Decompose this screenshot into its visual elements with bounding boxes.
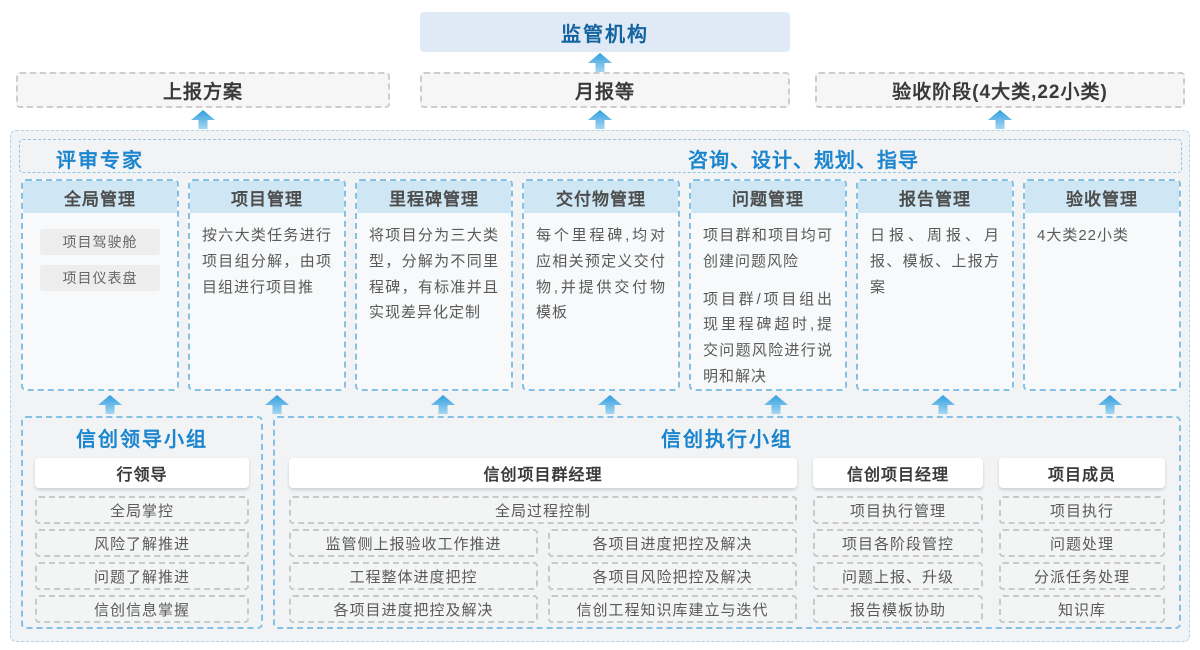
column-global-management: 全局管理 项目驾驶舱 项目仪表盘 (21, 179, 179, 391)
up-arrow-icon (598, 395, 622, 414)
column-text: 4大类22小类 (1037, 227, 1130, 244)
column-title: 全局管理 (23, 181, 177, 213)
column-project-management: 项目管理 按六大类任务进行项目组分解，由项目组进行项目推 (188, 179, 346, 391)
up-arrow-icon (265, 395, 289, 414)
duty-item: 问题了解推进 (35, 562, 249, 590)
leadership-group-body: 行领导 全局掌控 风险了解推进 问题了解推进 信创信息掌握 (23, 458, 261, 623)
duty-item: 风险了解推进 (35, 529, 249, 557)
duty-item: 项目执行 (999, 496, 1165, 524)
duty-item: 报告模板协助 (813, 595, 983, 623)
platform-container: 评审专家 咨询、设计、规划、指导 全局管理 项目驾驶舱 项目仪表盘 项目管理 按… (10, 130, 1190, 642)
up-arrow-icon (588, 110, 612, 129)
stage-box-report-plan: 上报方案 (16, 72, 390, 108)
up-arrow-icon (988, 110, 1012, 129)
review-expert-label: 评审专家 (56, 150, 144, 172)
tag-project-dashboard: 项目仪表盘 (40, 265, 160, 291)
column-acceptance-management: 验收管理 4大类22小类 (1023, 179, 1181, 391)
column-report-management: 报告管理 日报、周报、月报、模板、上报方案 (856, 179, 1014, 391)
column-text: 将项目分为三大类型，分解为不同里程碑，有标准并且实现差异化定制 (369, 227, 499, 322)
duty-item: 全局掌控 (35, 496, 249, 524)
up-arrow-icon (431, 395, 455, 414)
duty-item: 各项目进度把控及解决 (289, 595, 538, 623)
role-project-manager: 信创项目经理 (813, 458, 983, 488)
up-arrow-icon (764, 395, 788, 414)
up-arrow-icon (98, 395, 122, 414)
duty-item: 信创信息掌握 (35, 595, 249, 623)
project-member-section: 项目成员 项目执行 问题处理 分派任务处理 知识库 (999, 458, 1165, 623)
role-project-member: 项目成员 (999, 458, 1165, 488)
duty-column-left: 监管侧上报验收工作推进 工程整体进度把控 各项目进度把控及解决 (289, 529, 538, 623)
leadership-group: 信创领导小组 行领导 全局掌控 风险了解推进 问题了解推进 信创信息掌握 (21, 416, 263, 629)
up-arrow-icon (1098, 395, 1122, 414)
stage-box-monthly-report: 月报等 (420, 72, 790, 108)
duty-item: 工程整体进度把控 (289, 562, 538, 590)
duty-item: 监管侧上报验收工作推进 (289, 529, 538, 557)
column-text: 项目群和项目均可创建问题风险 (703, 227, 833, 270)
leadership-group-title: 信创领导小组 (76, 429, 208, 451)
execution-group-body: 信创项目群经理 全局过程控制 监管侧上报验收工作推进 工程整体进度把控 各项目进… (275, 458, 1179, 623)
duty-item: 各项目进度把控及解决 (548, 529, 797, 557)
column-text: 项目群/项目组出现里程碑超时,提交问题风险进行说明和解决 (703, 290, 833, 385)
column-milestone-management: 里程碑管理 将项目分为三大类型，分解为不同里程碑，有标准并且实现差异化定制 (355, 179, 513, 391)
up-arrow-icon (191, 110, 215, 129)
duty-item: 问题上报、升级 (813, 562, 983, 590)
up-arrow-icon (931, 395, 955, 414)
duty-item: 全局过程控制 (289, 496, 797, 524)
column-body: 将项目分为三大类型，分解为不同里程碑，有标准并且实现差异化定制 (357, 213, 511, 336)
execution-group: 信创执行小组 信创项目群经理 全局过程控制 监管侧上报验收工作推进 工程整体进度… (273, 416, 1181, 629)
up-arrow-icon (588, 53, 612, 72)
column-text: 日报、周报、月报、模板、上报方案 (870, 227, 1000, 296)
duty-column-right: 各项目进度把控及解决 各项目风险把控及解决 信创工程知识库建立与迭代 (548, 529, 797, 623)
role-program-manager: 信创项目群经理 (289, 458, 797, 488)
regulator-box: 监管机构 (420, 12, 790, 52)
duty-item: 知识库 (999, 595, 1165, 623)
column-title: 交付物管理 (524, 181, 678, 213)
column-body: 项目群和项目均可创建问题风险 项目群/项目组出现里程碑超时,提交问题风险进行说明… (691, 213, 845, 389)
column-deliverable-management: 交付物管理 每个里程碑,均对应相关预定义交付物,并提供交付物模板 (522, 179, 680, 391)
column-body: 每个里程碑,均对应相关预定义交付物,并提供交付物模板 (524, 213, 678, 336)
duty-item: 各项目风险把控及解决 (548, 562, 797, 590)
duty-item: 信创工程知识库建立与迭代 (548, 595, 797, 623)
program-manager-section: 信创项目群经理 全局过程控制 监管侧上报验收工作推进 工程整体进度把控 各项目进… (289, 458, 797, 623)
column-text: 按六大类任务进行项目组分解，由项目组进行项目推 (202, 227, 332, 296)
stage-box-acceptance-phase: 验收阶段(4大类,22小类) (815, 72, 1185, 108)
column-body: 按六大类任务进行项目组分解，由项目组进行项目推 (190, 213, 344, 310)
tag-project-cockpit: 项目驾驶舱 (40, 229, 160, 255)
column-title: 里程碑管理 (357, 181, 511, 213)
column-body: 日报、周报、月报、模板、上报方案 (858, 213, 1012, 310)
column-title: 问题管理 (691, 181, 845, 213)
program-manager-duty-grid: 监管侧上报验收工作推进 工程整体进度把控 各项目进度把控及解决 各项目进度把控及… (289, 529, 797, 623)
advisor-strip: 评审专家 咨询、设计、规划、指导 (19, 139, 1182, 173)
project-manager-section: 信创项目经理 项目执行管理 项目各阶段管控 问题上报、升级 报告模板协助 (813, 458, 983, 623)
duty-item: 项目各阶段管控 (813, 529, 983, 557)
role-bank-leader: 行领导 (35, 458, 249, 488)
column-issue-management: 问题管理 项目群和项目均可创建问题风险 项目群/项目组出现里程碑超时,提交问题风… (689, 179, 847, 391)
duty-item: 项目执行管理 (813, 496, 983, 524)
column-text: 每个里程碑,均对应相关预定义交付物,并提供交付物模板 (536, 227, 666, 322)
column-title: 项目管理 (190, 181, 344, 213)
column-title: 验收管理 (1025, 181, 1179, 213)
duty-item: 问题处理 (999, 529, 1165, 557)
management-columns: 全局管理 项目驾驶舱 项目仪表盘 项目管理 按六大类任务进行项目组分解，由项目组… (21, 179, 1181, 391)
column-body: 项目驾驶舱 项目仪表盘 (23, 213, 177, 301)
duty-item: 分派任务处理 (999, 562, 1165, 590)
column-body: 4大类22小类 (1025, 213, 1179, 259)
execution-group-title: 信创执行小组 (661, 429, 793, 451)
column-title: 报告管理 (858, 181, 1012, 213)
consulting-label: 咨询、设计、规划、指导 (688, 150, 919, 172)
